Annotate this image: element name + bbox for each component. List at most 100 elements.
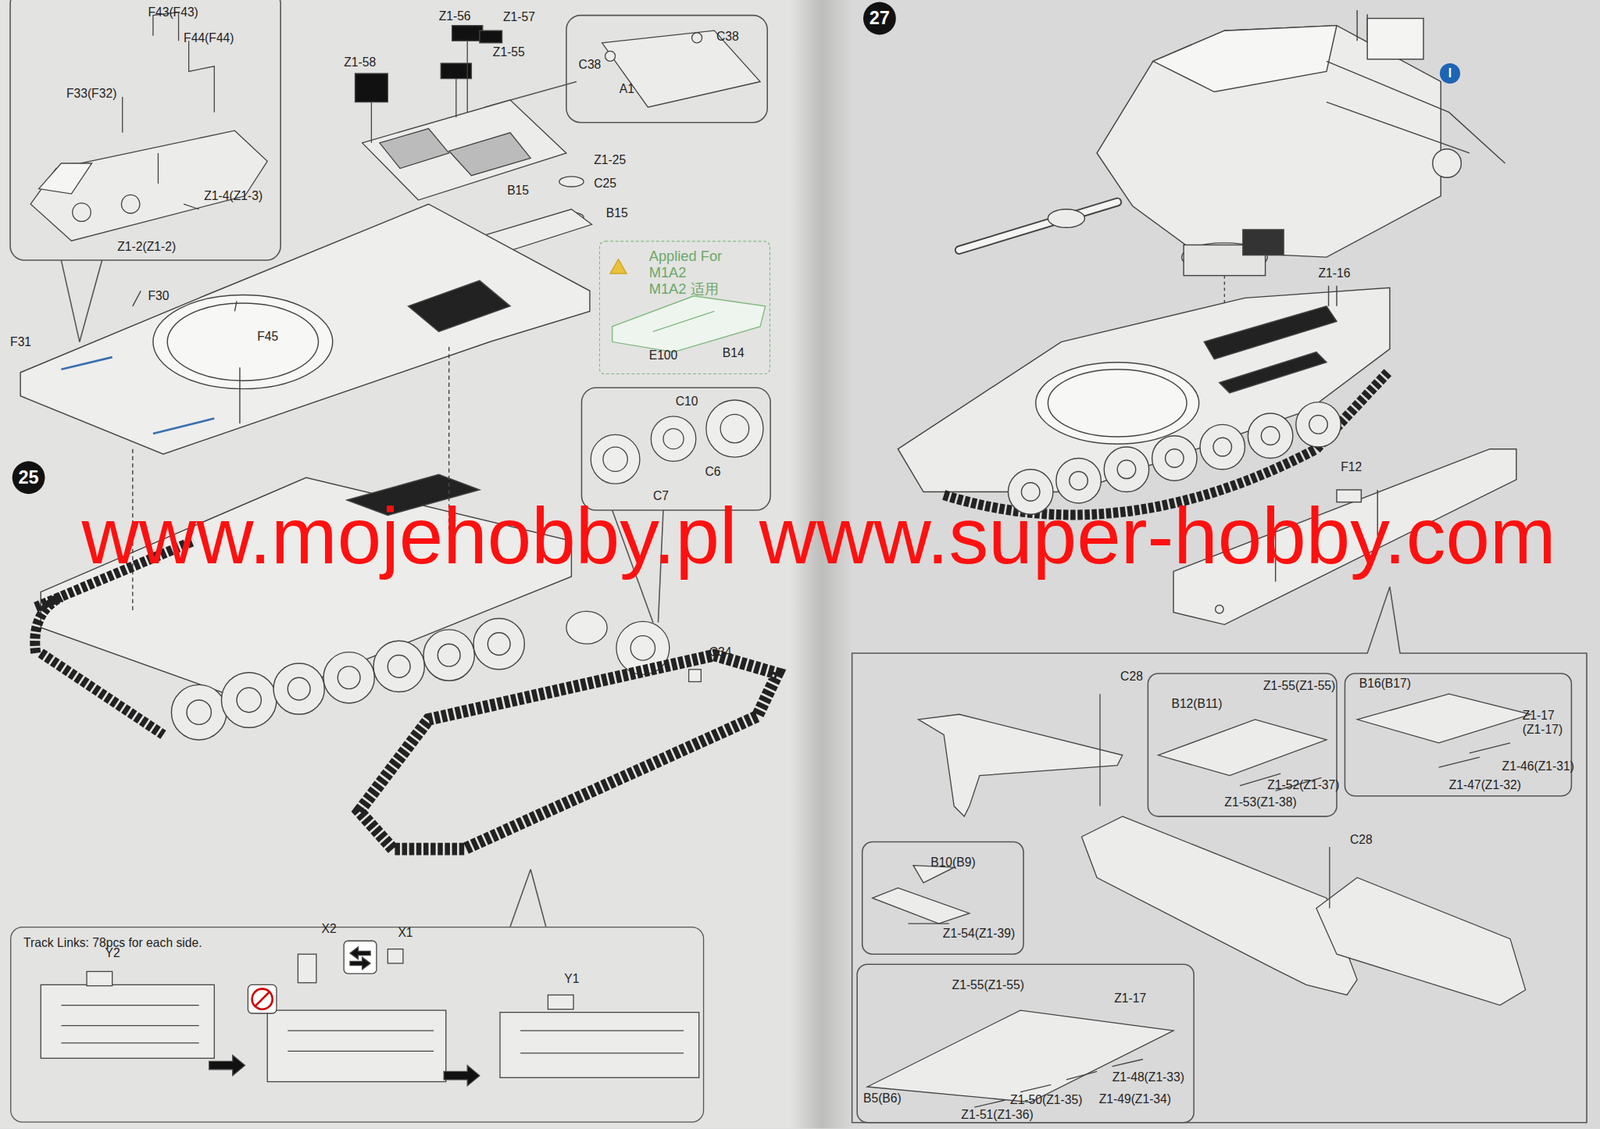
engine-deck <box>455 78 457 118</box>
front-plate <box>72 203 92 222</box>
part-number: F33(F32) <box>66 87 117 102</box>
turret <box>1326 10 1506 164</box>
skirt-parts <box>1157 719 1327 776</box>
hull-right <box>1260 426 1280 446</box>
turret <box>1432 149 1462 179</box>
part-number: Z1-17 (Z1-17) <box>1522 709 1576 738</box>
part-number: E100 <box>649 349 679 364</box>
part-number: C38 <box>578 57 602 72</box>
skirt-parts <box>918 714 1123 817</box>
lower-hull <box>373 640 425 692</box>
engine-deck <box>602 30 761 108</box>
hull-right <box>1117 460 1136 479</box>
hull-right <box>1047 369 1187 437</box>
part-number: Z1-58 <box>343 56 376 71</box>
sprue-art <box>443 1065 480 1086</box>
turret <box>959 10 1506 347</box>
node-text: I <box>1448 66 1452 81</box>
part-number: Y2 <box>105 946 121 961</box>
upper-hull <box>167 303 318 381</box>
lower-hull <box>221 672 277 729</box>
skirt-parts <box>867 693 1531 1108</box>
part-number: F44(F44) <box>183 31 234 46</box>
upper-hull <box>153 294 333 389</box>
track-loop <box>530 869 547 927</box>
sprue-art <box>40 984 215 1058</box>
detail-box <box>79 260 103 342</box>
skirt-parts <box>1099 693 1100 807</box>
detail-panel <box>852 586 1587 1123</box>
part-number: Z1-55 <box>492 46 525 61</box>
sprue-art <box>297 953 317 983</box>
skirt-parts <box>867 1010 1174 1103</box>
part-number: F31 <box>10 335 32 350</box>
hull-right <box>1309 415 1329 435</box>
node-text: Track Links: 78pcs for each side. <box>23 935 691 950</box>
lower-hull <box>487 632 511 656</box>
turret <box>1096 25 1441 258</box>
part-number: Z1-51(Z1-36) <box>960 1107 1033 1122</box>
hull-right <box>1215 605 1224 614</box>
option-marker: I <box>1439 63 1461 84</box>
detail-panel <box>852 586 1587 1123</box>
sprocket-detail <box>663 428 684 450</box>
part-number: Z1-49(Z1-34) <box>1099 1092 1172 1108</box>
part-number: B12(B11) <box>1171 697 1222 712</box>
engine-deck <box>479 30 503 43</box>
hull-right <box>1152 435 1197 481</box>
part-number: C28 <box>1350 833 1373 848</box>
sprue-art <box>252 989 273 1010</box>
sprue-art <box>247 984 277 1014</box>
part-number: B15 <box>606 207 629 222</box>
node-text: 25 <box>17 467 39 489</box>
node-text: Applied For M1A2 <box>649 247 764 281</box>
sprocket-detail <box>590 434 640 484</box>
engine-deck <box>371 102 372 143</box>
part-number: F45 <box>257 330 279 345</box>
turret <box>959 202 1118 250</box>
part-number: X2 <box>321 922 336 937</box>
skirt-parts <box>907 742 1511 1108</box>
note-art <box>612 296 766 353</box>
front-plate <box>30 130 268 241</box>
sprocket-detail <box>603 446 628 472</box>
lower-hull <box>423 629 475 681</box>
sprocket-detail <box>630 635 655 661</box>
upper-hull <box>20 203 590 454</box>
detail-box <box>581 387 771 511</box>
part-number: Z1-57 <box>503 10 536 25</box>
part-number: Z1-16 <box>1318 267 1351 282</box>
engine-deck <box>440 63 472 79</box>
hull-right <box>1103 446 1149 492</box>
engine-deck <box>605 50 616 61</box>
hull-right <box>1328 285 1329 307</box>
part-number: B15 <box>507 184 529 199</box>
part-number: F43(F43) <box>147 6 198 21</box>
skirt-parts <box>1316 877 1526 1005</box>
turret <box>1153 25 1337 93</box>
lower-hull <box>186 700 211 725</box>
sprue-art <box>255 992 270 1007</box>
engine-deck <box>379 128 450 169</box>
part-number: Z1-2(Z1-2) <box>117 240 176 255</box>
detail-box <box>60 260 80 342</box>
detail-panel <box>857 964 1194 1122</box>
track-loop <box>359 655 779 927</box>
hull-right <box>1219 352 1327 393</box>
part-number: Z1-48(Z1-33) <box>1112 1071 1185 1086</box>
lower-hull <box>273 663 325 715</box>
part-number: Z1-55(Z1-55) <box>952 978 1025 993</box>
part-number: C28 <box>1120 670 1143 685</box>
part-number: Z1-55(Z1-55) <box>1263 679 1336 694</box>
note-art <box>610 259 766 353</box>
track-loop <box>359 655 779 850</box>
part-number: C25 <box>593 177 617 192</box>
part-number: Z1-52(Z1-37) <box>1267 778 1340 793</box>
front-plate <box>30 12 268 242</box>
part-number: B10(B9) <box>930 856 976 871</box>
part-number: Z1-47(Z1-32) <box>1449 778 1522 793</box>
hull-right <box>1165 449 1185 468</box>
sprocket-detail <box>650 416 696 461</box>
